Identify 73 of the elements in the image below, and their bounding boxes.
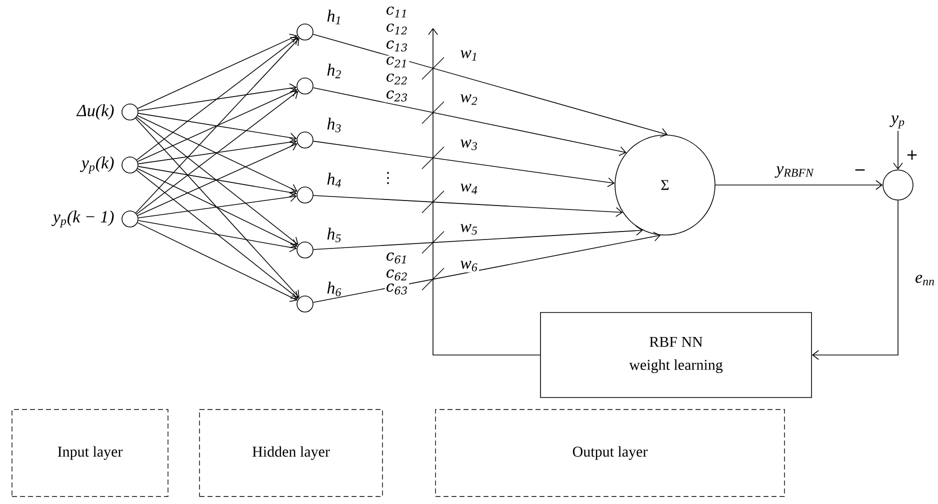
node-label: h$_{4}$ (327, 172, 341, 188)
arrow (137, 142, 298, 216)
arrow (136, 116, 298, 245)
edge-label: w$_{4}$ (459, 182, 479, 196)
arrow (135, 38, 300, 214)
label: ⋮ (380, 170, 396, 186)
label: c$_{62}$ (384, 268, 410, 282)
hidden-neuron (296, 78, 314, 94)
node-label: y$_{p}$(k − 1) (52, 210, 114, 228)
hidden-neuron (296, 24, 314, 40)
label: c$_{23}$ (384, 90, 410, 102)
arrow (138, 137, 297, 164)
node-label: h$_{5}$ (327, 228, 341, 242)
layer-box: Output layer (435, 409, 785, 497)
layer-box: Hidden layer (199, 409, 383, 497)
edge-label: e$_{nn}$ (914, 274, 936, 286)
input-neuron (122, 210, 138, 228)
weighted-connection (312, 232, 661, 303)
arrow (137, 34, 298, 109)
hidden-neuron (296, 296, 314, 312)
edge-label: y$_{RBFN}$ (774, 165, 815, 179)
arrow (136, 37, 298, 160)
label: c$_{12}$ (384, 22, 410, 36)
arrow (137, 168, 298, 248)
weighted-connection (312, 34, 668, 138)
node-label: h$_{2}$ (327, 64, 341, 78)
label: c$_{63}$ (384, 282, 410, 296)
weighted-connection (312, 140, 615, 188)
signal-label: y$_{p}$ (890, 116, 904, 128)
label: c$_{22}$ (384, 72, 410, 86)
arrow (138, 112, 297, 142)
arrow (138, 83, 297, 112)
arrow (138, 220, 297, 252)
edge-label: w$_{3}$ (459, 138, 479, 152)
node-label: h$_{6}$ (327, 282, 342, 296)
input-neuron (122, 104, 138, 120)
label: − (852, 168, 868, 176)
error-arrow (812, 200, 898, 360)
arrow (893, 130, 903, 170)
node-label: Δu(k) (76, 104, 114, 120)
arrow (138, 192, 297, 218)
arrow (137, 222, 298, 302)
process-box: RBF NN weight learning (540, 312, 812, 398)
node-label: h$_{1}$ (327, 10, 340, 24)
label: c$_{11}$ (384, 6, 410, 18)
arrow (137, 115, 298, 194)
weighted-connection (313, 226, 643, 250)
arrow (136, 170, 298, 299)
edge-label: w$_{6}$ (459, 260, 479, 272)
arrow (135, 118, 300, 298)
feedback-arrow (428, 28, 540, 356)
weighted-connection (313, 195, 623, 217)
label: c$_{13}$ (384, 40, 410, 52)
edge-label: w$_{5}$ (459, 223, 479, 236)
input-neuron (122, 156, 138, 174)
hidden-neuron (296, 132, 314, 148)
edge-label: w$_{1}$ (459, 49, 479, 62)
edge-label: w$_{2}$ (459, 93, 479, 106)
label: + (904, 149, 920, 161)
arrow (136, 91, 298, 214)
arrow (137, 88, 298, 162)
node-label: y$_{p}$(k) (80, 156, 114, 174)
weighted-connection (312, 87, 626, 156)
layer-box: Input layer (12, 409, 168, 497)
hidden-neuron (296, 186, 314, 204)
label: c$_{61}$ (384, 252, 410, 264)
comparator-circle (882, 170, 914, 200)
label: c$_{21}$ (384, 56, 410, 68)
hidden-neuron (296, 242, 314, 258)
node-label: h$_{3}$ (327, 118, 341, 132)
summation-node: Σ (614, 134, 716, 236)
arrow (138, 166, 297, 198)
arrow (715, 180, 883, 190)
